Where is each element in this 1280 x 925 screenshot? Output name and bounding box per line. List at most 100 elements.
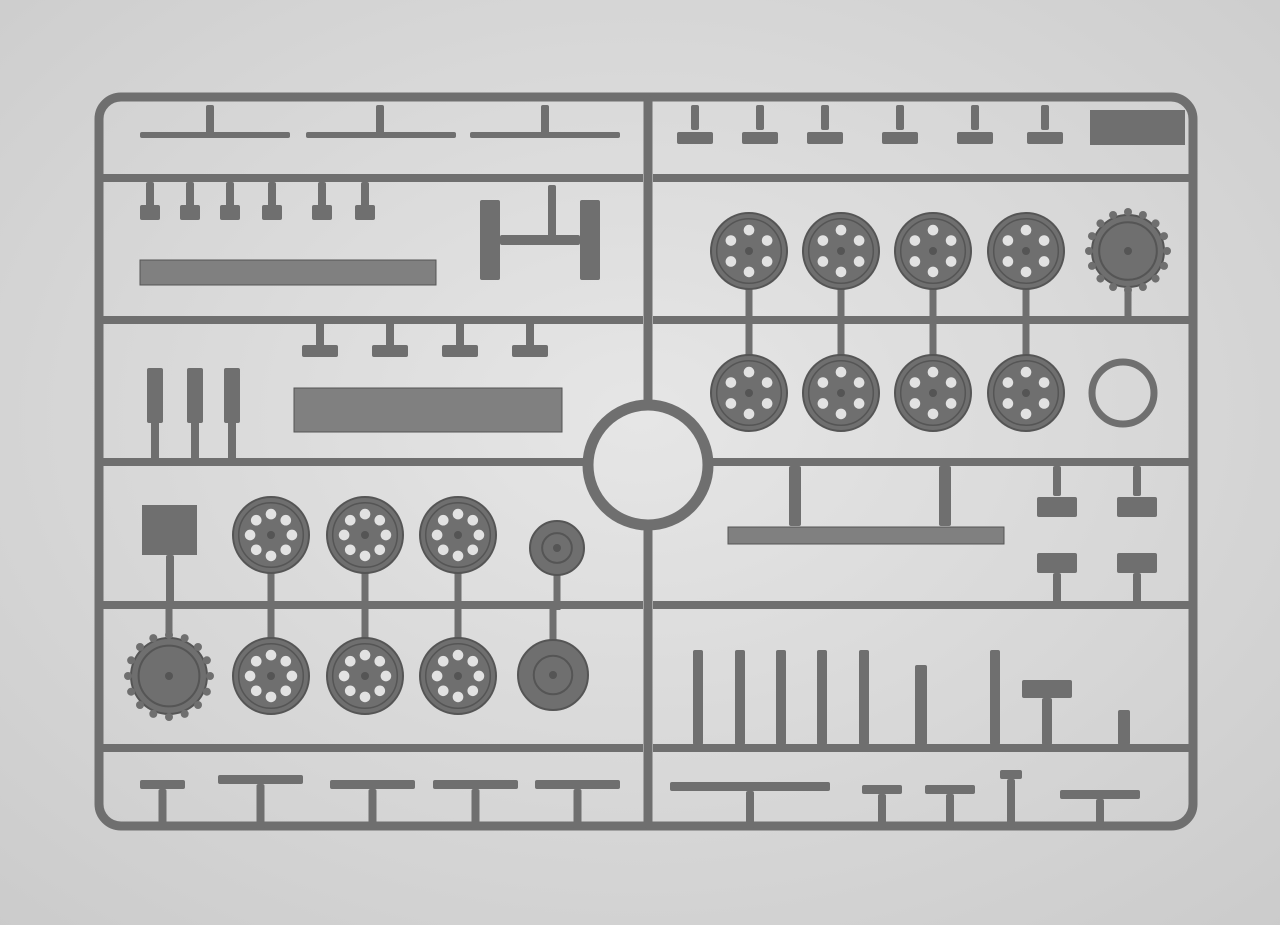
- road-wheel: [326, 603, 404, 715]
- post-part: [817, 650, 827, 745]
- lightening-hole: [743, 224, 755, 236]
- sprocket-tooth: [1138, 210, 1147, 219]
- small-part: [1117, 553, 1157, 573]
- lightening-hole: [280, 655, 292, 667]
- tyre-edge: [899, 359, 967, 427]
- sprocket-tooth: [1096, 274, 1105, 283]
- sprocket-tooth: [165, 631, 173, 639]
- lightening-hole: [1002, 398, 1014, 409]
- plastic-bar: [727, 526, 1005, 545]
- lightening-hole: [452, 550, 464, 562]
- small-part: [372, 345, 408, 357]
- lightening-hole: [452, 691, 464, 703]
- small-part: [312, 205, 332, 220]
- lightening-hole: [1038, 377, 1050, 388]
- lightening-hole: [473, 529, 485, 541]
- road-wheel: [419, 496, 497, 608]
- gate: [756, 105, 764, 130]
- plastic-bar: [293, 387, 563, 433]
- lightening-hole: [761, 398, 773, 409]
- gate: [1041, 105, 1049, 130]
- hub: [745, 389, 753, 397]
- lightening-hole: [374, 685, 386, 697]
- lightening-hole: [344, 655, 356, 667]
- sprocket-tooth: [124, 672, 132, 680]
- small-part: [882, 132, 918, 144]
- lightening-hole: [437, 655, 449, 667]
- gate: [541, 105, 549, 135]
- sprocket-wheel: [124, 603, 214, 721]
- gate: [361, 182, 369, 207]
- lightening-hole: [265, 508, 277, 520]
- sprocket-tooth: [127, 687, 136, 696]
- lightening-hole: [467, 655, 479, 667]
- sprocket-tooth: [1109, 283, 1118, 292]
- lightening-hole: [927, 266, 939, 278]
- hub: [929, 247, 937, 255]
- lightening-hole: [467, 685, 479, 697]
- tool-part: [147, 368, 163, 423]
- lightening-hole: [743, 366, 755, 378]
- post-part: [990, 650, 1000, 745]
- tyre-edge: [237, 642, 305, 710]
- lightening-hole: [1020, 266, 1032, 278]
- lightening-hole: [374, 655, 386, 667]
- lightening-hole: [945, 256, 957, 267]
- sprocket-tooth: [206, 672, 214, 680]
- small-part: [925, 785, 975, 794]
- small-part: [442, 345, 478, 357]
- small-part: [1117, 497, 1157, 517]
- hub: [361, 531, 369, 539]
- hub: [1022, 247, 1030, 255]
- lightening-hole: [244, 529, 256, 541]
- lightening-hole: [725, 256, 737, 267]
- hub: [745, 247, 753, 255]
- frame-part: [500, 235, 580, 245]
- small-part: [535, 780, 620, 789]
- lightening-hole: [1020, 224, 1032, 236]
- small-part: [807, 132, 843, 144]
- road-wheel: [987, 212, 1065, 324]
- small-part: [1118, 710, 1130, 745]
- lightening-hole: [1002, 256, 1014, 267]
- sprocket-tooth: [1124, 286, 1132, 294]
- small-part: [862, 785, 902, 794]
- lightening-hole: [853, 235, 865, 246]
- lightening-hole: [338, 670, 350, 682]
- lightening-hole: [909, 256, 921, 267]
- sprocket-tooth: [1085, 247, 1093, 255]
- lightening-hole: [380, 670, 392, 682]
- lightening-hole: [909, 235, 921, 246]
- gate: [268, 182, 276, 207]
- lightening-hole: [437, 544, 449, 556]
- sprocket-tooth: [1109, 210, 1118, 219]
- sprocket-tooth: [180, 709, 189, 718]
- lightening-hole: [945, 235, 957, 246]
- gate: [166, 555, 174, 605]
- sprocket-tooth: [136, 643, 145, 652]
- sprocket-tooth: [202, 656, 211, 665]
- lightening-hole: [1020, 366, 1032, 378]
- gate: [1053, 466, 1061, 496]
- tab-block: [1090, 110, 1185, 145]
- lightening-hole: [359, 550, 371, 562]
- hub: [553, 544, 561, 552]
- lightening-hole: [250, 655, 262, 667]
- lightening-hole: [452, 508, 464, 520]
- sprocket-tooth: [127, 656, 136, 665]
- sprocket-tooth: [1087, 261, 1096, 270]
- hub: [267, 531, 275, 539]
- lightening-hole: [945, 377, 957, 388]
- lightening-hole: [250, 544, 262, 556]
- gate: [228, 420, 236, 460]
- lightening-hole: [1038, 235, 1050, 246]
- small-part: [355, 205, 375, 220]
- gate: [691, 105, 699, 130]
- hub: [361, 672, 369, 680]
- sprocket-tooth: [1087, 232, 1096, 241]
- lightening-hole: [344, 514, 356, 526]
- road-wheel: [232, 603, 310, 715]
- gate: [151, 420, 159, 460]
- small-part: [140, 780, 185, 789]
- solid-wheel: [517, 605, 589, 711]
